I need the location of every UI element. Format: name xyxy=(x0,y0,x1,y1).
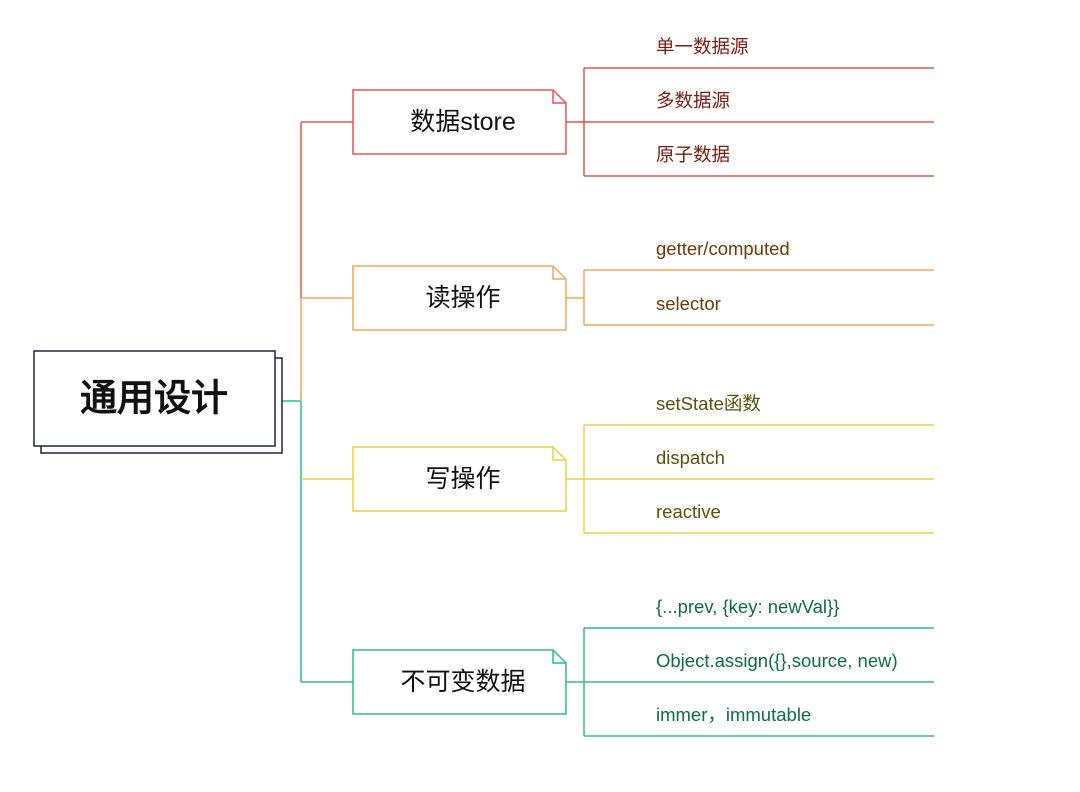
leaf-label: reactive xyxy=(656,501,721,522)
branch-node-fold xyxy=(552,650,566,664)
branch-node-label: 数据store xyxy=(410,108,516,136)
branch-node-fold xyxy=(552,90,566,104)
branch-node-box xyxy=(352,89,567,155)
connectors xyxy=(282,122,302,682)
branch-node-label: 读操作 xyxy=(425,284,500,312)
leaf-label: selector xyxy=(656,293,721,314)
leaf-label: setState函数 xyxy=(656,393,761,414)
leaf-label: Object.assign({},source, new) xyxy=(656,650,898,671)
branch-node-label: 不可变数据 xyxy=(400,668,525,696)
leaf-label: 原子数据 xyxy=(656,144,730,165)
branch-node-fold xyxy=(552,447,566,461)
root-node-box xyxy=(33,350,276,447)
branch-node-fold xyxy=(552,266,566,280)
leaf-label: dispatch xyxy=(656,447,725,468)
leaf-label: 多数据源 xyxy=(656,90,730,111)
root-node: 通用设计 xyxy=(33,350,283,454)
branch-4: 不可变数据 {...prev, {key: newVal}} Object.assi… xyxy=(301,596,934,737)
leaf-label: 单一数据源 xyxy=(656,36,749,57)
branch-node-box xyxy=(352,649,567,715)
branch-node-label: 写操作 xyxy=(425,465,500,493)
leaf-label: getter/computed xyxy=(656,238,790,259)
branch-node-box xyxy=(352,446,567,512)
root-node-label: 通用设计 xyxy=(80,378,228,419)
branch-2: 读操作 getter/computed selector xyxy=(301,238,934,331)
leaf-label: immer，immutable xyxy=(656,704,811,725)
branch-3: 写操作 setState函数 dispatch reactive xyxy=(301,393,934,534)
leaf-label: {...prev, {key: newVal}} xyxy=(656,596,839,617)
branch-node-box xyxy=(352,265,567,331)
